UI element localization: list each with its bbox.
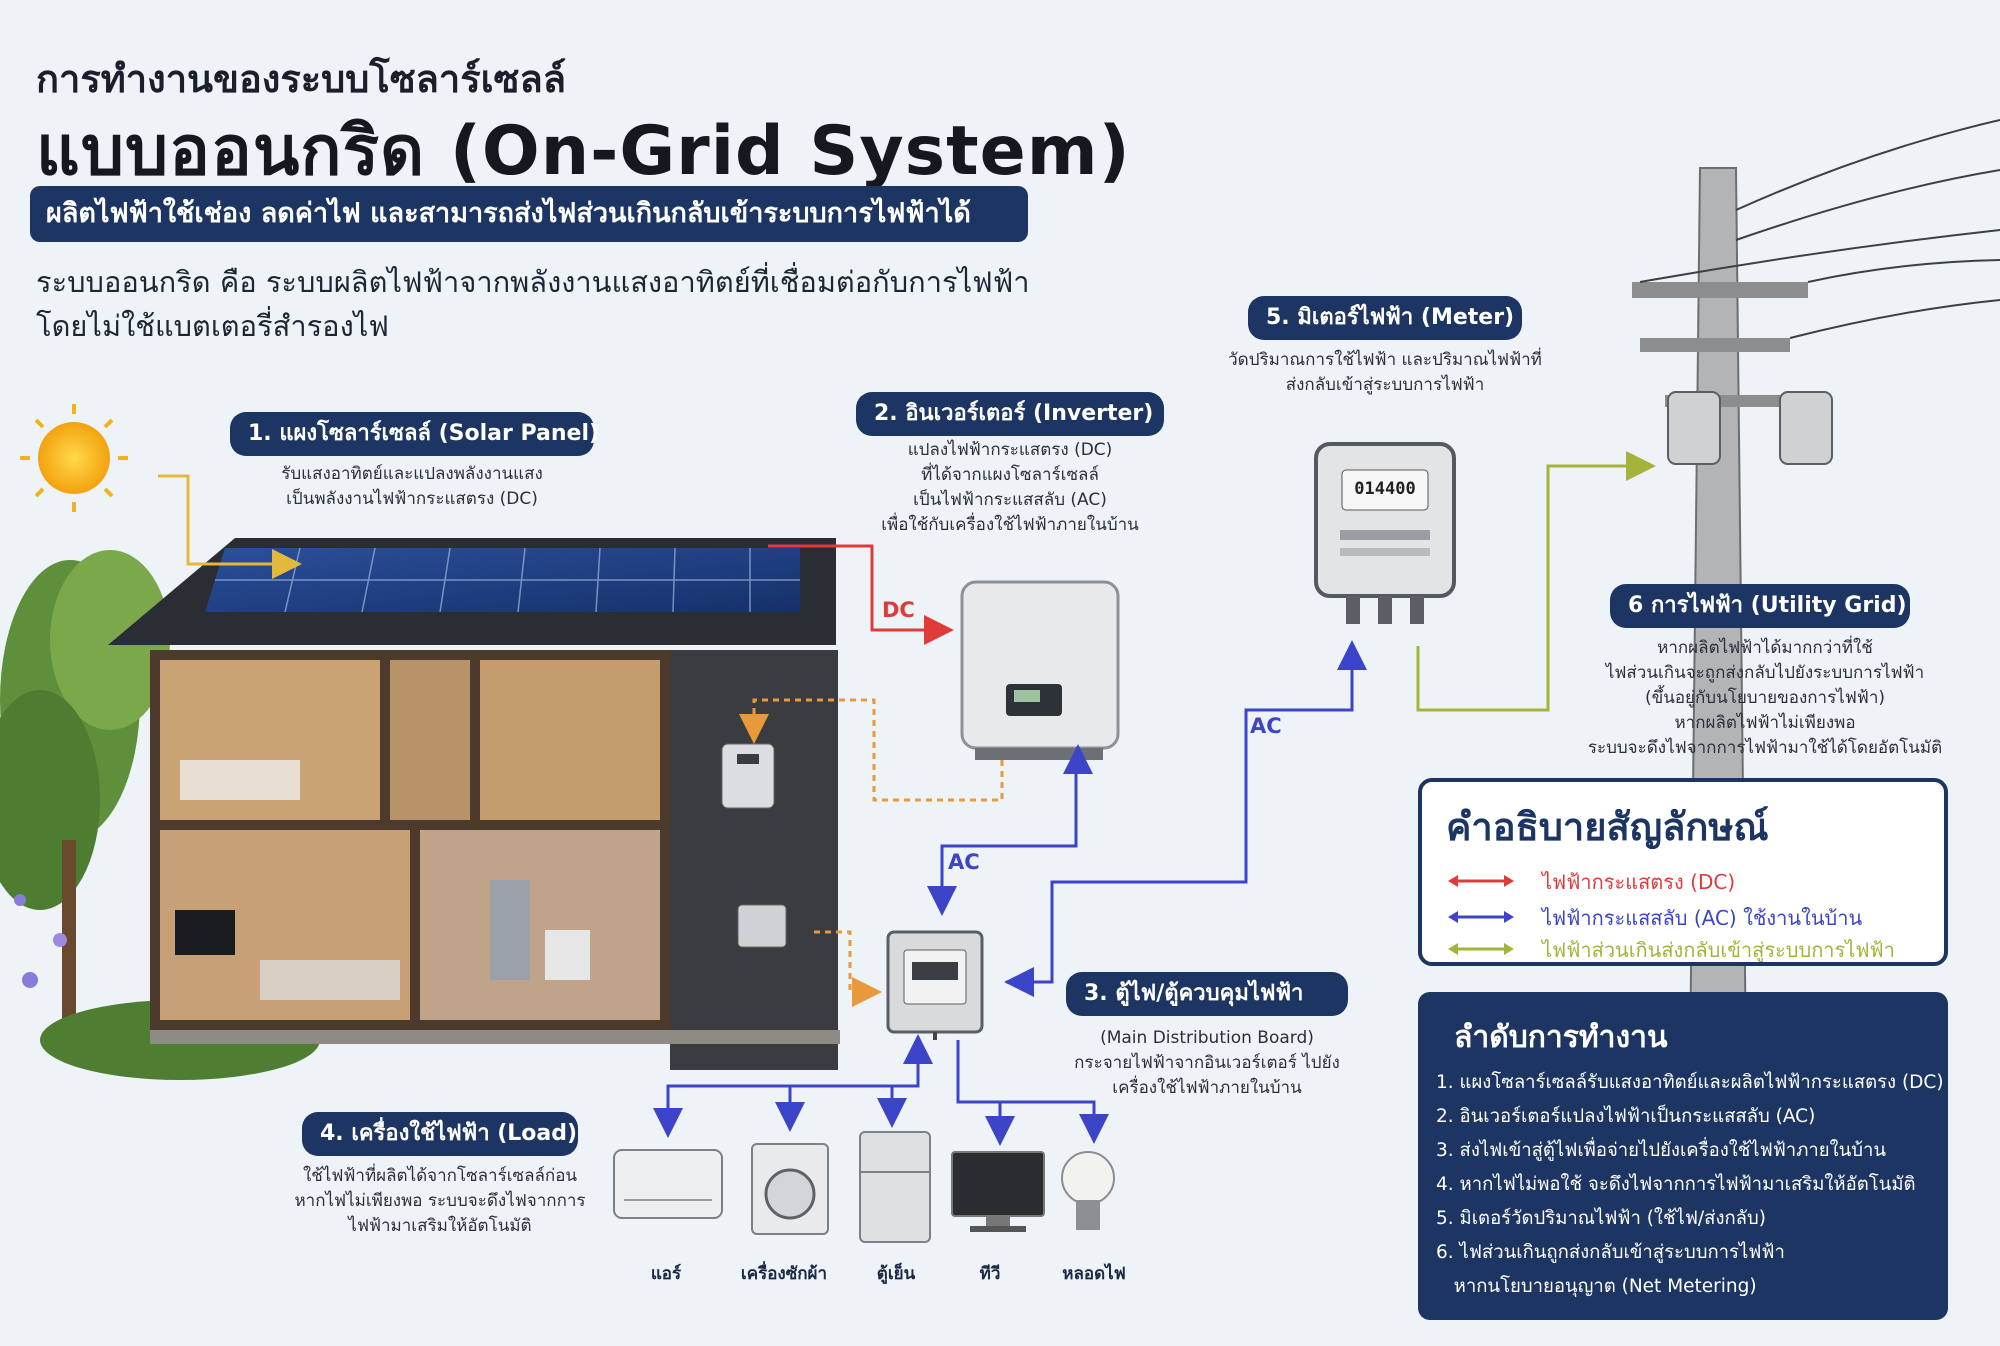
legend-arrow-dc-icon (1448, 875, 1514, 887)
house-board-link (814, 930, 882, 1007)
grid-note-line-1: หากผลิตไฟฟ้าได้มากกว่าที่ใช้ (1657, 638, 1873, 658)
legend-text-ac: ไฟฟ้ากระแสสลับ (AC) ใช้งานในบ้าน (1542, 906, 1863, 930)
inverter-label: 2. อินเวอร์เตอร์ (Inverter) (856, 392, 1164, 436)
meter-note: วัดปริมาณการใช้ไฟฟ้า และปริมาณไฟฟ้าที่ ส… (1220, 348, 1550, 398)
load-note: ใช้ไฟฟ้าที่ผลิตได้จากโซลาร์เซลล์ก่อน หาก… (280, 1164, 600, 1239)
appliance-label-washing-machine: เครื่องซักผ้า (740, 1264, 828, 1284)
load-distribution-arrows (653, 1034, 1109, 1146)
grid-label: 6 การไฟฟ้า (Utility Grid) (1610, 584, 1910, 628)
distribution-board-note-line-3: เครื่องใช้ไฟฟ้าภายในบ้าน (1112, 1078, 1302, 1098)
legend-text-export: ไฟฟ้าส่วนเกินส่งกลับเข้าสู่ระบบการไฟฟ้า (1542, 938, 1895, 962)
meter-note-line-1: วัดปริมาณการใช้ไฟฟ้า และปริมาณไฟฟ้าที่ (1228, 350, 1542, 370)
description-line-1: ระบบออนกริด คือ ระบบผลิตไฟฟ้าจากพลังงานแ… (36, 265, 1030, 299)
solar-panel-note-line-2: เป็นพลังงานไฟฟ้ากระแสตรง (DC) (286, 489, 538, 509)
load-label: 4. เครื่องใช้ไฟฟ้า (Load) (302, 1112, 578, 1156)
step-item: 2. อินเวอร์เตอร์แปลงไฟฟ้าเป็นกระแสสลับ (… (1436, 1106, 1816, 1127)
step-item: หากนโยบายอนุญาต (Net Metering) (1436, 1276, 1757, 1297)
step-item: 6. ไฟส่วนเกินถูกส่งกลับเข้าสู่ระบบการไฟฟ… (1436, 1242, 1785, 1263)
step-item: 4. หากไฟไม่พอใช้ จะดึงไฟจากการไฟฟ้ามาเสร… (1436, 1174, 1916, 1195)
appliance-label-refrigerator: ตู้เย็น (876, 1264, 916, 1284)
ac-label-meter: AC (1250, 714, 1282, 738)
grid-note-line-5: ระบบจะดึงไฟจากการไฟฟ้ามาใช้ได้โดยอัตโนมั… (1587, 738, 1943, 758)
solar-panel-note: รับแสงอาทิตย์และแปลงพลังงานแสง เป็นพลังง… (230, 462, 594, 512)
appliance-label-tv: ทีวี (979, 1264, 1001, 1284)
distribution-board-note-line-2: กระจายไฟฟ้าจากอินเวอร์เตอร์ ไปยัง (1074, 1053, 1340, 1073)
step-item: 5. มิเตอร์วัดปริมาณไฟฟ้า (ใช้ไฟ/ส่งกลับ) (1436, 1208, 1766, 1229)
step-item: 3. ส่งไฟเข้าสู่ตู้ไฟเพื่อจ่ายไปยังเครื่อ… (1436, 1140, 1887, 1161)
meter-icon (1314, 442, 1456, 624)
load-note-line-1: ใช้ไฟฟ้าที่ผลิตได้จากโซลาร์เซลล์ก่อน (302, 1166, 578, 1186)
subtitle-banner: ผลิตไฟฟ้าใช้เช่อง ลดค่าไฟ และสามารถส่งไฟ… (30, 186, 1028, 242)
meter-display: 014400 (1354, 479, 1416, 499)
sun-icon (20, 404, 128, 512)
refrigerator-icon (859, 1131, 931, 1243)
distribution-board-label: 3. ตู้ไฟ/ตู้ควบคุมไฟฟ้า (1066, 972, 1348, 1016)
ac-inverter-arrow (927, 762, 1078, 916)
light-bulb-icon (1061, 1151, 1115, 1230)
solar-panel-label: 1. แผงโซลาร์เซลล์ (Solar Panel) (230, 412, 599, 456)
system-description: ระบบออนกริด คือ ระบบผลิตไฟฟ้าจากพลังงานแ… (36, 260, 1076, 348)
house-illustration (108, 538, 840, 1070)
air-conditioner-icon (613, 1149, 723, 1219)
ac-meter-arrow (1050, 640, 1367, 960)
dc-label: DC (882, 598, 915, 622)
step-item: 1. แผงโซลาร์เซลล์รับแสงอาทิตย์และผลิตไฟฟ… (1436, 1072, 1944, 1093)
dc-flow-arrow (768, 544, 954, 645)
title-line-1: การทำงานของระบบโซลาร์เซลล์ (36, 57, 567, 101)
meter-note-line-2: ส่งกลับเข้าสู่ระบบการไฟฟ้า (1285, 375, 1485, 395)
grid-note-line-2: ไฟส่วนเกินจะถูกส่งกลับไปยังระบบการไฟฟ้า (1605, 663, 1925, 683)
load-note-line-3: ไฟฟ้ามาเสริมให้อัตโนมัติ (348, 1216, 532, 1236)
grid-note: หากผลิตไฟฟ้าได้มากกว่าที่ใช้ ไฟส่วนเกินจ… (1580, 636, 1950, 761)
ac-label-inverter: AC (948, 850, 980, 874)
steps-list: 1. แผงโซลาร์เซลล์รับแสงอาทิตย์และผลิตไฟฟ… (1436, 1066, 1946, 1304)
steps-panel: ลำดับการทำงาน 1. แผงโซลาร์เซลล์รับแสงอาท… (1418, 992, 1948, 1320)
steps-title: ลำดับการทำงาน (1454, 1020, 1668, 1055)
legend-title: คำอธิบายสัญลักษณ์ (1446, 805, 1769, 849)
distribution-board-note-line-1: (Main Distribution Board) (1100, 1028, 1314, 1048)
house-inverter-icon (721, 743, 775, 809)
distribution-board-note: (Main Distribution Board) กระจายไฟฟ้าจาก… (1066, 1026, 1348, 1101)
inverter-note-line-2: ที่ได้จากแผงโซลาร์เซลล์ (921, 465, 1099, 485)
inverter-icon (960, 580, 1120, 760)
washing-machine-icon (751, 1143, 829, 1235)
legend-text-dc: ไฟฟ้ากระแสตรง (DC) (1542, 870, 1736, 894)
inverter-note-line-4: เพื่อใช้กับเครื่องใช้ไฟฟ้าภายในบ้าน (881, 515, 1139, 535)
legend-arrow-ac-icon (1448, 911, 1514, 923)
distribution-board-icon (886, 930, 984, 1040)
grid-note-line-4: หากผลิตไฟฟ้าไม่เพียงพอ (1674, 713, 1856, 733)
tv-icon (951, 1151, 1045, 1232)
legend-box: คำอธิบายสัญลักษณ์ ไฟฟ้ากระแสตรง (DC) ไฟฟ… (1418, 778, 1948, 966)
inverter-note-line-1: แปลงไฟฟ้ากระแสตรง (DC) (907, 440, 1113, 460)
house-inverter-link (739, 698, 1004, 802)
grid-note-line-3: (ขึ้นอยู่กับนโยบายของการไฟฟ้า) (1644, 688, 1886, 708)
inverter-note: แปลงไฟฟ้ากระแสตรง (DC) ที่ได้จากแผงโซลาร… (856, 438, 1164, 538)
tree-illustration (0, 550, 320, 1080)
meter-label: 5. มิเตอร์ไฟฟ้า (Meter) (1248, 296, 1522, 340)
appliance-label-light-bulb: หลอดไฟ (1062, 1264, 1126, 1284)
title-line-2: แบบออนกริด (On-Grid System) (36, 112, 1131, 191)
house-panel-icon (737, 904, 787, 948)
appliance-label-air-conditioner: แอร์ (650, 1264, 682, 1284)
load-note-line-2: หากไฟไม่เพียงพอ ระบบจะดึงไฟจากการ (294, 1191, 586, 1211)
description-line-2: โดยไม่ใช้แบตเตอรี่สำรองไฟ (36, 309, 389, 343)
legend-arrow-export-icon (1448, 943, 1514, 955)
sunlight-flow-arrow (158, 474, 302, 579)
export-grid-arrow (1416, 451, 1656, 712)
solar-panel-note-line-1: รับแสงอาทิตย์และแปลงพลังงานแสง (281, 464, 543, 484)
inverter-note-line-3: เป็นไฟฟ้ากระแสสลับ (AC) (913, 490, 1107, 510)
